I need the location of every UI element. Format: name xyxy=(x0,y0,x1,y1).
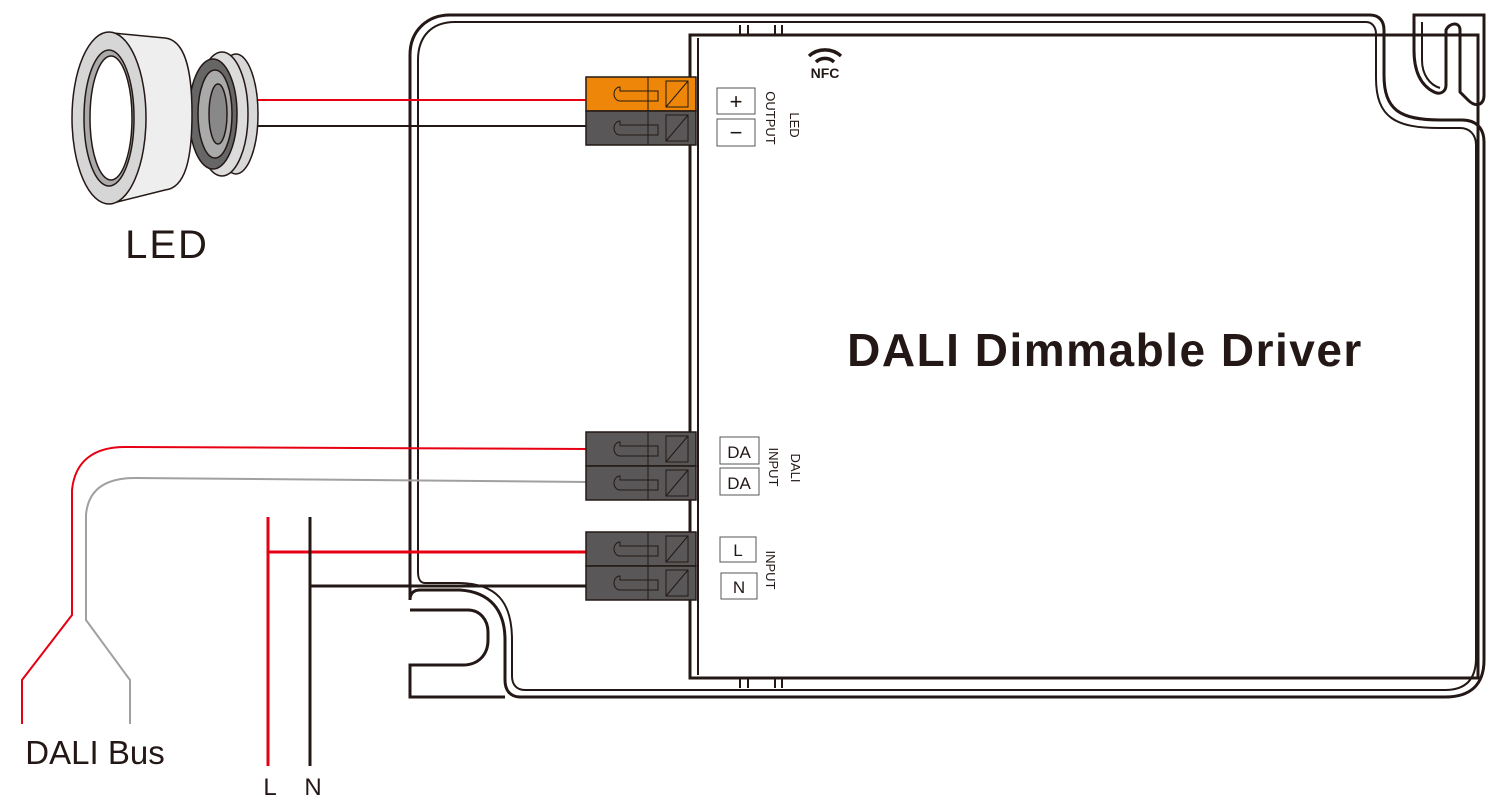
nfc-label: NFC xyxy=(811,65,840,81)
l-label: L xyxy=(263,774,276,801)
terminal-led-plus xyxy=(585,76,697,112)
led-wires xyxy=(258,99,590,127)
terminal-n xyxy=(585,565,697,601)
dali-bus-wires xyxy=(21,445,591,724)
dali-bus-label: DALI Bus xyxy=(25,734,164,771)
mains-wires xyxy=(266,517,590,766)
label-n-terminal: N xyxy=(733,578,745,597)
label-minus: − xyxy=(730,120,743,145)
driver-title: DALI Dimmable Driver xyxy=(847,324,1363,376)
led-label: LED xyxy=(125,223,209,267)
label-dali-input: INPUT xyxy=(766,448,781,487)
terminal-dali-2 xyxy=(585,465,697,501)
led-lamp-icon xyxy=(71,31,259,205)
label-dali-vertical: DALI xyxy=(788,454,803,483)
terminal-led-minus xyxy=(585,110,697,146)
label-l-terminal: L xyxy=(733,541,742,560)
nfc-icon: NFC xyxy=(807,48,843,81)
driver-housing xyxy=(408,13,1486,699)
terminal-l xyxy=(585,531,697,567)
label-mains-input: INPUT xyxy=(763,551,778,590)
label-da-2: DA xyxy=(727,474,751,493)
label-plus: + xyxy=(730,89,743,114)
label-output: OUTPUT xyxy=(763,91,778,145)
terminal-dali-1 xyxy=(585,431,697,467)
label-led-vertical: LED xyxy=(787,112,802,137)
n-label: N xyxy=(304,774,321,801)
label-da-1: DA xyxy=(727,443,751,462)
